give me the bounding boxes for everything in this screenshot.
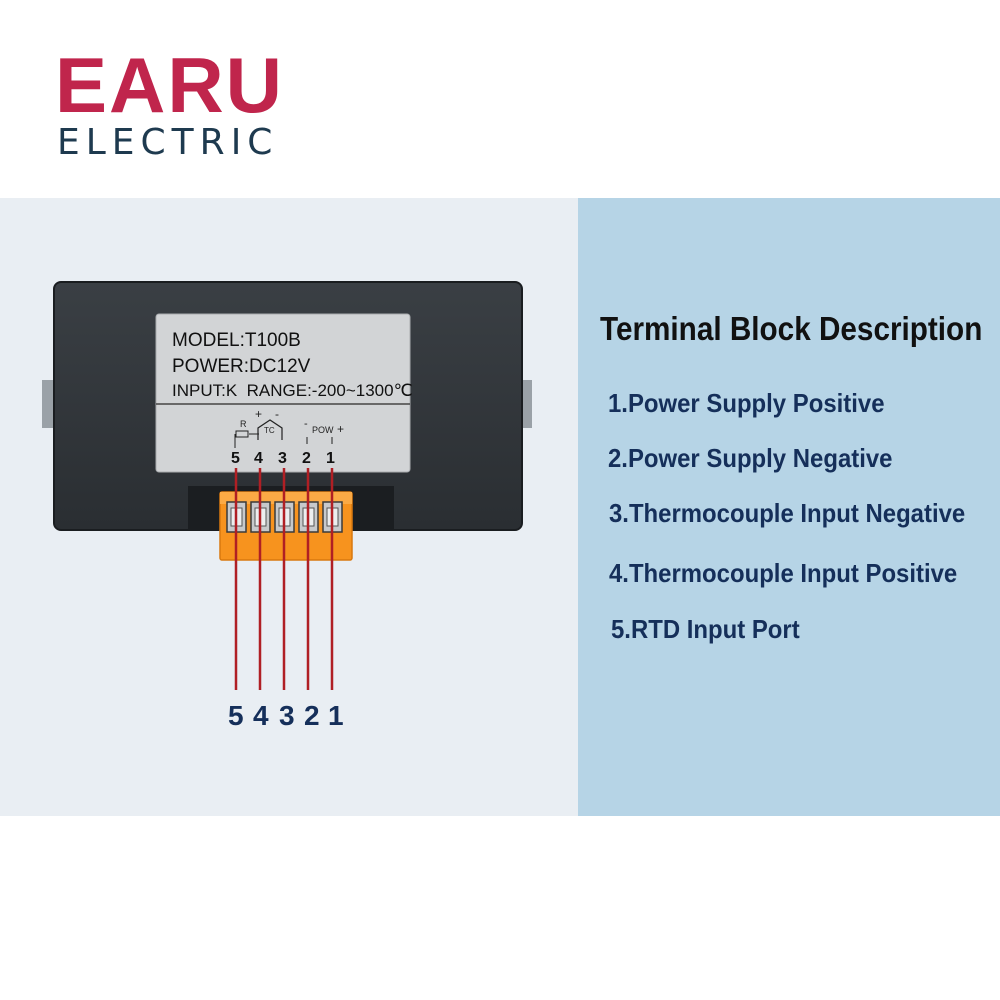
label-terminal-3: 3 xyxy=(278,450,287,467)
brand-subtitle: ELECTRIC xyxy=(57,122,279,163)
description-item-1: 1.Power Supply Positive xyxy=(608,388,885,418)
pow-plus: + xyxy=(337,422,344,436)
label-terminal-1: 1 xyxy=(326,450,335,467)
rtd-mark: R xyxy=(240,419,247,429)
label-power: POWER:DC12V xyxy=(172,356,311,377)
label-model: MODEL:T100B xyxy=(172,330,301,351)
description-panel xyxy=(578,198,1000,816)
brand-name: EARU xyxy=(55,41,285,129)
description-item-5: 5.RTD Input Port xyxy=(611,614,800,644)
wire-label-5: 5 xyxy=(228,700,244,731)
description-item-2: 2.Power Supply Negative xyxy=(608,443,893,473)
label-input: INPUT:K RANGE:-200~1300℃ xyxy=(172,381,413,400)
terminal-block xyxy=(219,491,353,561)
wire-label-2: 2 xyxy=(304,700,320,731)
description-title: Terminal Block Description xyxy=(600,310,983,347)
description-item-3: 3.Thermocouple Input Negative xyxy=(609,498,966,528)
tc-plus: + xyxy=(255,407,262,421)
wire-label-4: 4 xyxy=(253,700,269,731)
wire-label-3: 3 xyxy=(279,700,295,731)
label-terminal-5: 5 xyxy=(231,450,240,467)
wire-label-1: 1 xyxy=(328,700,344,731)
pow-minus: - xyxy=(304,418,308,430)
brand-logo: EARU ELECTRIC xyxy=(55,41,325,163)
description-item-4: 4.Thermocouple Input Positive xyxy=(609,558,958,588)
thermocouple-icon xyxy=(257,419,283,440)
resistor-icon xyxy=(235,430,249,438)
tc-minus: - xyxy=(275,407,279,421)
pow-mark: POW xyxy=(312,425,334,435)
label-terminal-4: 4 xyxy=(254,450,263,467)
left-mounting-tab xyxy=(42,380,56,428)
label-terminal-2: 2 xyxy=(302,450,311,467)
tc-mark: TC xyxy=(264,426,275,435)
